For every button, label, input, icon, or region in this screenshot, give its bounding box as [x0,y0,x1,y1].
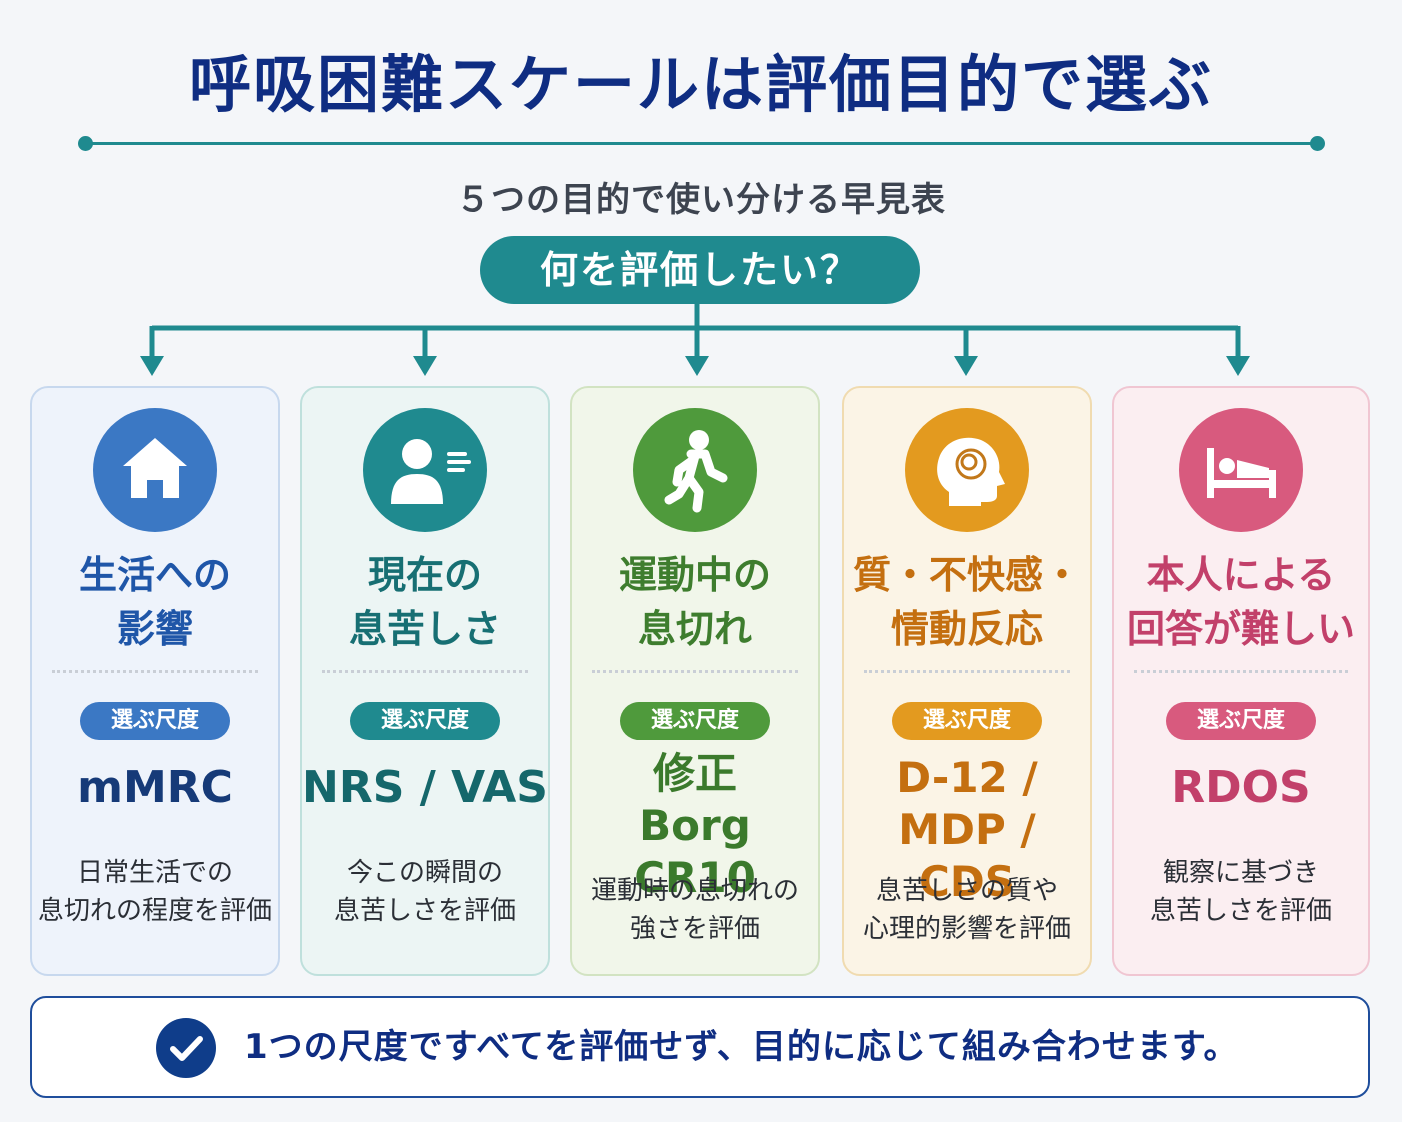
card-description: 息苦しさの質や 心理的影響を評価 [862,876,1071,944]
checkmark-icon [156,1018,216,1078]
divider [322,670,528,673]
scale-name: 修正 Borg CR10 [634,749,756,902]
house-icon [93,408,217,532]
card-heading: 質・不快感・ 情動反応 [852,553,1081,651]
scale-pill: 選ぶ尺度 [1166,702,1316,740]
card-self-report-difficult: 本人による 回答が難しい 選ぶ尺度 RDOS 観察に基づき 息苦しさを評価 [1112,386,1370,976]
scale-pill: 選ぶ尺度 [892,702,1042,740]
page-title: 呼吸困難スケールは評価目的で選ぶ [188,48,1213,121]
title-divider-dot-left [78,136,93,151]
card-quality-emotion: 質・不快感・ 情動反応 選ぶ尺度 D-12 / MDP / CDS 息苦しさの質… [842,386,1092,976]
card-description: 観察に基づき 息苦しさを評価 [1149,858,1332,926]
scale-pill: 選ぶ尺度 [620,702,770,740]
divider [864,670,1070,673]
footer-note: 1つの尺度ですべてを評価せず、目的に応じて組み合わせます。 [30,996,1370,1098]
scale-name: RDOS [1171,762,1311,813]
card-heading: 本人による 回答が難しい [1126,553,1355,651]
card-exercise-dyspnea: 運動中の 息切れ 選ぶ尺度 修正 Borg CR10 運動時の息切れの 強さを評… [570,386,820,976]
subtitle: ５つの目的で使い分ける早見表 [456,180,946,220]
breathing-person-icon [363,408,487,532]
card-life-impact: 生活への 影響 選ぶ尺度 mMRC 日常生活での 息切れの程度を評価 [30,386,280,976]
scale-name: NRS / VAS [302,762,548,813]
card-description: 今この瞬間の 息苦しさを評価 [333,858,516,926]
head-mind-icon [905,408,1029,532]
divider [592,670,798,673]
scale-pill: 選ぶ尺度 [80,702,230,740]
card-description: 日常生活での 息切れの程度を評価 [37,858,272,926]
scale-pill: 選ぶ尺度 [350,702,500,740]
scale-name: mMRC [77,762,233,813]
question-pill: 何を評価したい？ [480,236,920,304]
walking-person-icon [633,408,757,532]
card-description: 運動時の息切れの 強さを評価 [590,876,799,944]
title-divider [84,142,1318,145]
card-current-dyspnea: 現在の 息苦しさ 選ぶ尺度 NRS / VAS 今この瞬間の 息苦しさを評価 [300,386,550,976]
card-heading: 運動中の 息切れ [618,553,771,651]
person-in-bed-icon [1179,408,1303,532]
card-heading: 生活への 影響 [78,553,231,651]
divider [1134,670,1348,673]
divider [52,670,258,673]
title-divider-dot-right [1310,136,1325,151]
footer-text: 1つの尺度ですべてを評価せず、目的に応じて組み合わせます。 [244,1027,1239,1067]
card-heading: 現在の 息苦しさ [348,553,501,651]
scale-name: D-12 / MDP / CDS [896,753,1038,906]
